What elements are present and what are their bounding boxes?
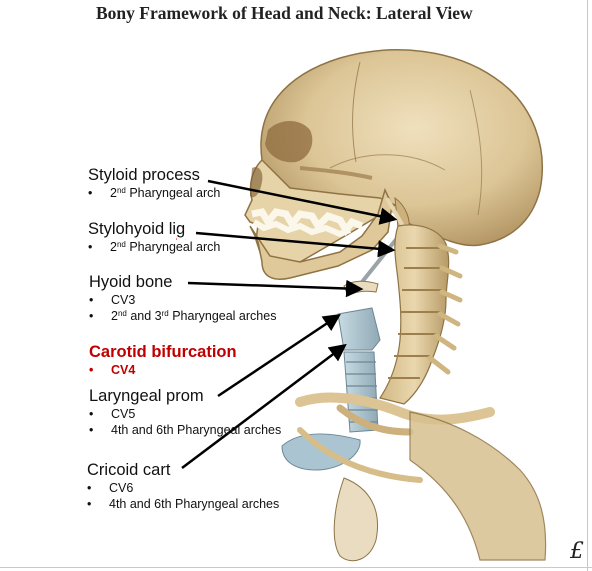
laryngeal-arch-item: •4th and 6th Pharyngeal arches	[89, 423, 282, 437]
pointer-arrows	[181, 179, 398, 469]
bullet: •	[87, 497, 92, 511]
bullet: •	[89, 293, 94, 307]
zygomatic-arch	[299, 166, 373, 180]
arrow-cricoid	[181, 343, 347, 469]
arrow-styloid	[207, 179, 398, 225]
squamosal-suture	[329, 154, 446, 171]
stylohyoid-arch-item: •2nd Pharyngeal arch	[88, 240, 221, 254]
cervical-spine	[379, 224, 463, 405]
label-stylohyoid-heading: Stylohyoid lig	[88, 220, 186, 238]
label-hyoid-heading: Hyoid bone	[89, 273, 173, 291]
cricoid-level-item: •CV6	[87, 481, 134, 495]
mandible	[249, 187, 393, 280]
artist-signature: £	[570, 539, 584, 564]
bullet: •	[89, 423, 94, 437]
arrow-stylohyoid	[195, 231, 396, 258]
bullet: •	[88, 186, 93, 200]
first-rib	[336, 404, 414, 436]
label-laryngeal-heading: Laryngeal prom	[89, 387, 204, 405]
hyoid-level-item: •CV3	[89, 293, 136, 307]
larynx-trachea	[337, 307, 381, 433]
arrow-laryngeal	[217, 314, 341, 398]
label-cricoid-cartilage: Cricoid cart •CV6 •4th and 6th Pharyngea…	[87, 461, 279, 512]
lambdoid-suture	[469, 89, 483, 216]
cricoid-arch-item: •4th and 6th Pharyngeal arches	[87, 497, 280, 511]
figure-title: Bony Framework of Head and Neck: Lateral…	[96, 3, 473, 23]
clavicle	[295, 392, 495, 425]
styloid-arch-item: •2nd Pharyngeal arch	[88, 186, 221, 200]
teeth	[251, 208, 364, 238]
slide-bottom-border	[0, 567, 592, 568]
label-hyoid-bone: Hyoid bone •CV3 •2nd and 3rd Pharyngeal …	[89, 273, 276, 324]
carotid-level-item: •CV4	[89, 363, 136, 377]
slide-right-border	[587, 0, 588, 571]
label-stylohyoid-ligament: Stylohyoid lig •2nd Pharyngeal arch	[88, 220, 220, 255]
arrow-hyoid	[187, 279, 364, 298]
bullet: •	[89, 407, 94, 421]
scapula-ribs	[409, 411, 547, 561]
label-styloid-heading: Styloid process	[88, 166, 200, 184]
sternum	[333, 477, 378, 562]
label-cricoid-heading: Cricoid cart	[87, 461, 171, 479]
bullet: •	[87, 481, 92, 495]
bullet: •	[88, 240, 93, 254]
label-styloid-process: Styloid process •2nd Pharyngeal arch	[88, 166, 220, 201]
label-carotid-heading: Carotid bifurcation	[89, 343, 237, 361]
coronal-suture	[352, 61, 361, 163]
label-laryngeal-prominence: Laryngeal prom •CV5 •4th and 6th Pharyng…	[89, 387, 281, 438]
bullet: •	[89, 363, 94, 377]
label-carotid-bifurcation: Carotid bifurcation •CV4	[89, 343, 237, 378]
orbit	[265, 121, 313, 163]
bullet: •	[89, 309, 94, 323]
laryngeal-level-item: •CV5	[89, 407, 136, 421]
hyoid-arch-item: •2nd and 3rd Pharyngeal arches	[89, 309, 277, 323]
lower-rib	[297, 427, 423, 483]
